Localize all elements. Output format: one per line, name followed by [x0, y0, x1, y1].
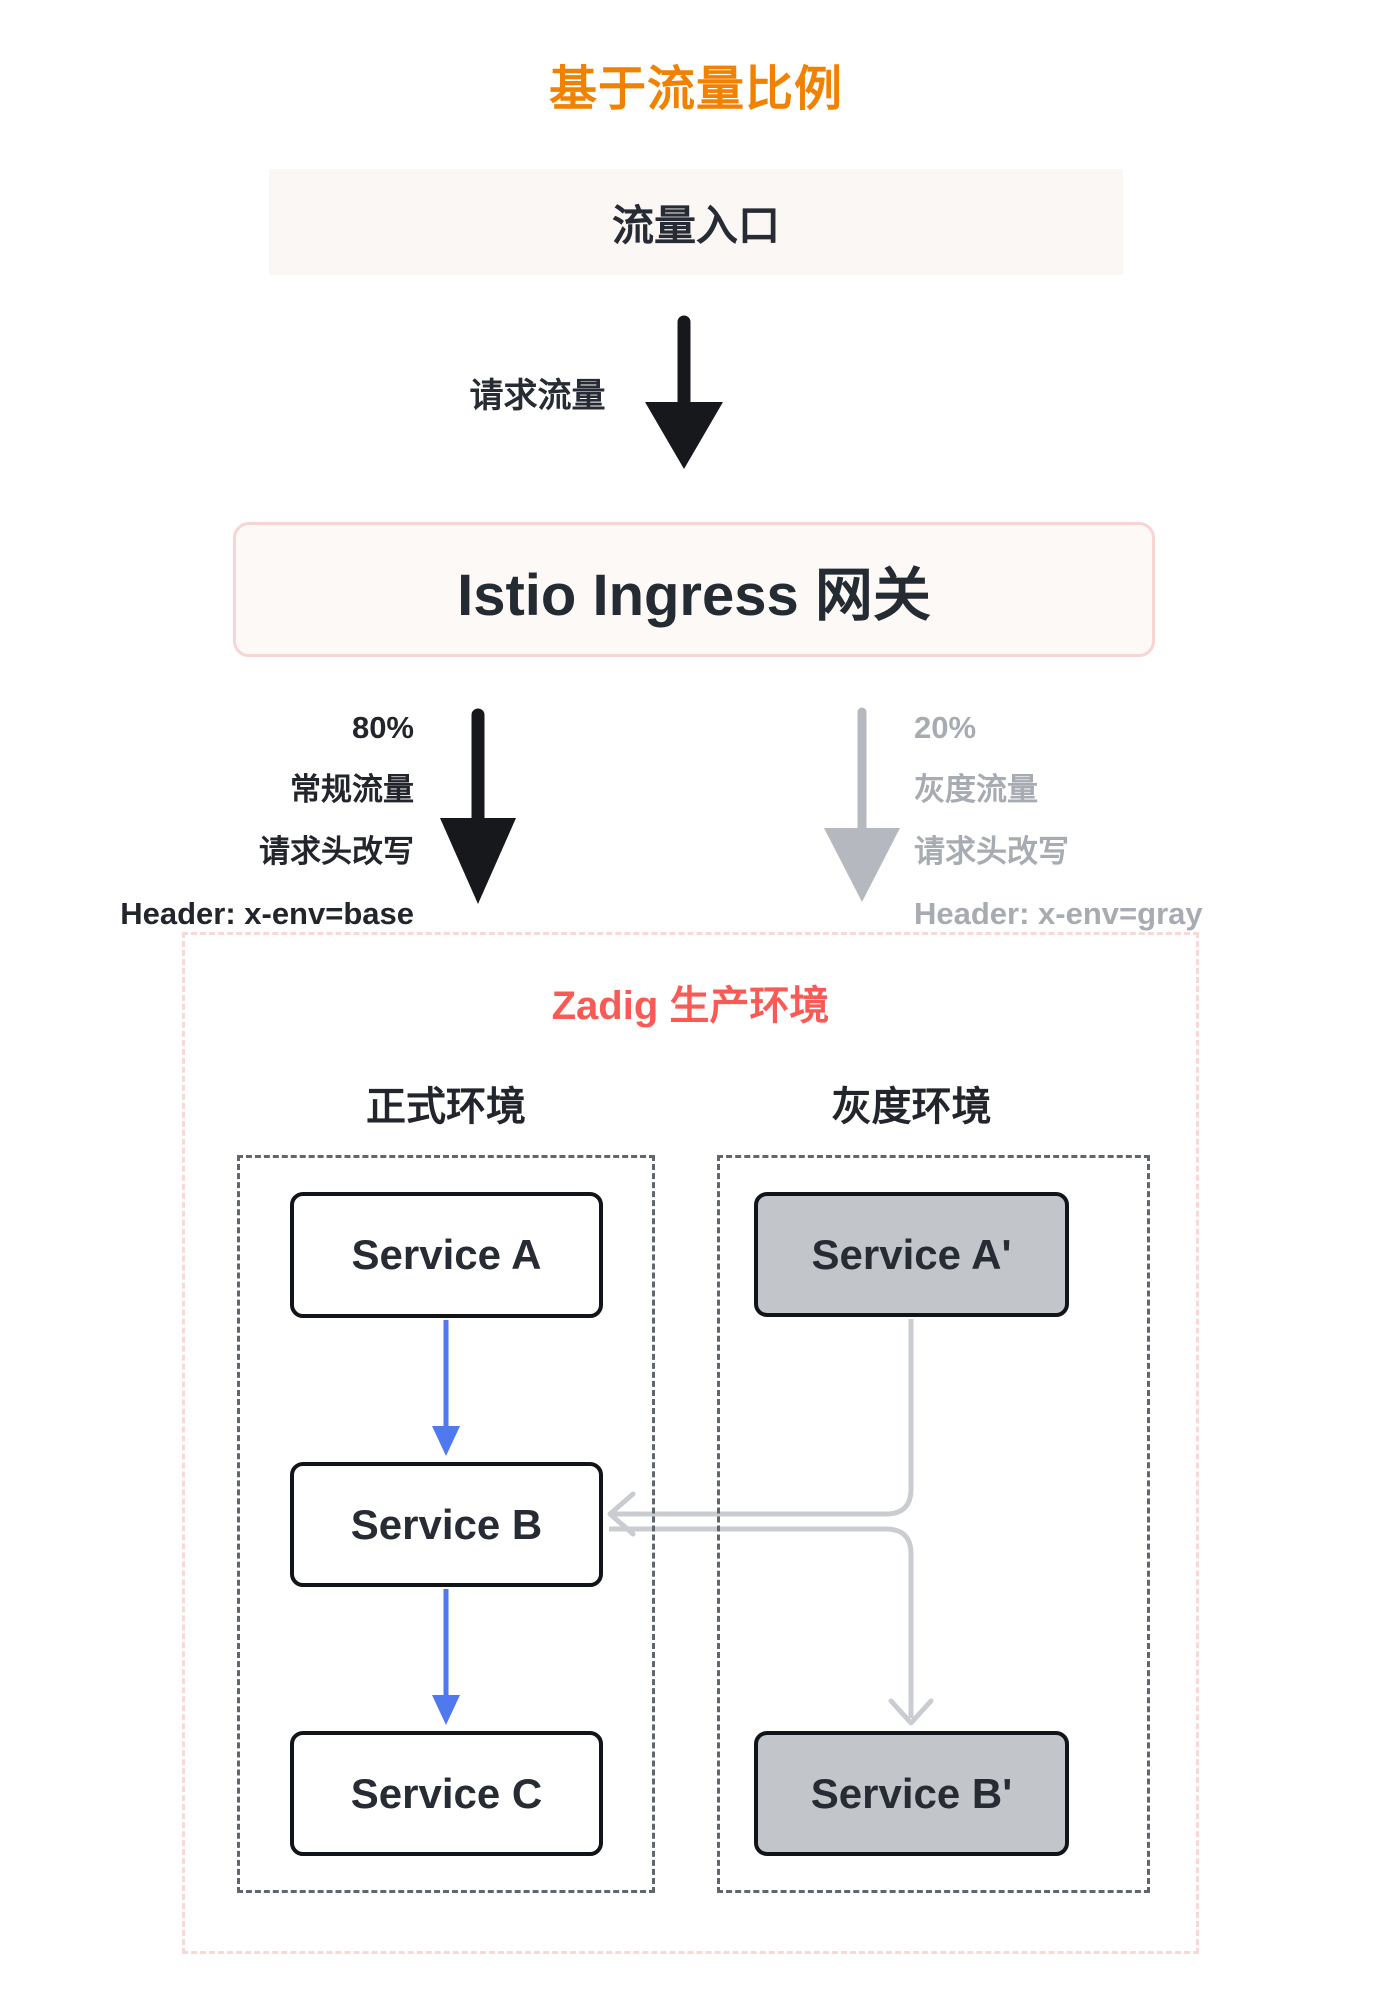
base-branch-annotation: 80% 常规流量 请求头改写 Header: x-env=base: [56, 697, 414, 945]
istio-ingress-gateway-node: Istio Ingress 网关: [233, 522, 1155, 657]
gray-branch-traffic: 灰度流量: [914, 772, 1038, 807]
gray-branch-rewrite: 请求头改写: [914, 834, 1069, 869]
gray-branch-annotation: 20% 灰度流量 请求头改写 Header: x-env=gray: [914, 697, 1294, 945]
traffic-entry-label: 流量入口: [611, 201, 780, 249]
service-b-prime-label: Service B': [810, 1769, 1013, 1817]
base-branch-header: Header: x-env=base: [120, 896, 414, 931]
base-branch-arrow: [440, 708, 516, 904]
gray-branch-percent: 20%: [914, 710, 977, 745]
service-b-node: Service B: [290, 1462, 603, 1587]
service-a-node: Service A: [290, 1192, 603, 1318]
page-title: 基于流量比例: [548, 63, 843, 116]
request-traffic-label: 请求流量: [469, 377, 606, 415]
base-env-header: 正式环境: [366, 1085, 526, 1129]
service-a-label: Service A: [351, 1231, 542, 1278]
traffic-entry-node: 流量入口: [269, 169, 1123, 275]
service-c-label: Service C: [350, 1769, 543, 1817]
istio-ingress-gateway-label: Istio Ingress 网关: [457, 562, 931, 628]
zadig-production-env-box: [182, 932, 1199, 1954]
gray-branch-header: Header: x-env=gray: [914, 896, 1203, 931]
service-b-prime-node: Service B': [754, 1731, 1069, 1856]
service-a-prime-node: Service A': [754, 1192, 1069, 1317]
request-traffic-arrow: [645, 315, 723, 469]
service-b-label: Service B: [350, 1500, 543, 1548]
zadig-production-env-title: Zadig 生产环境: [551, 984, 830, 1028]
service-c-node: Service C: [290, 1731, 603, 1856]
gray-branch-arrow: [824, 707, 900, 902]
gray-env-header: 灰度环境: [831, 1085, 992, 1129]
gray-env-box: [717, 1155, 1150, 1893]
base-branch-rewrite: 请求头改写: [259, 834, 414, 869]
base-env-box: [237, 1155, 655, 1893]
base-branch-traffic: 常规流量: [290, 772, 414, 807]
base-branch-percent: 80%: [351, 710, 414, 745]
service-a-prime-label: Service A': [811, 1230, 1012, 1278]
